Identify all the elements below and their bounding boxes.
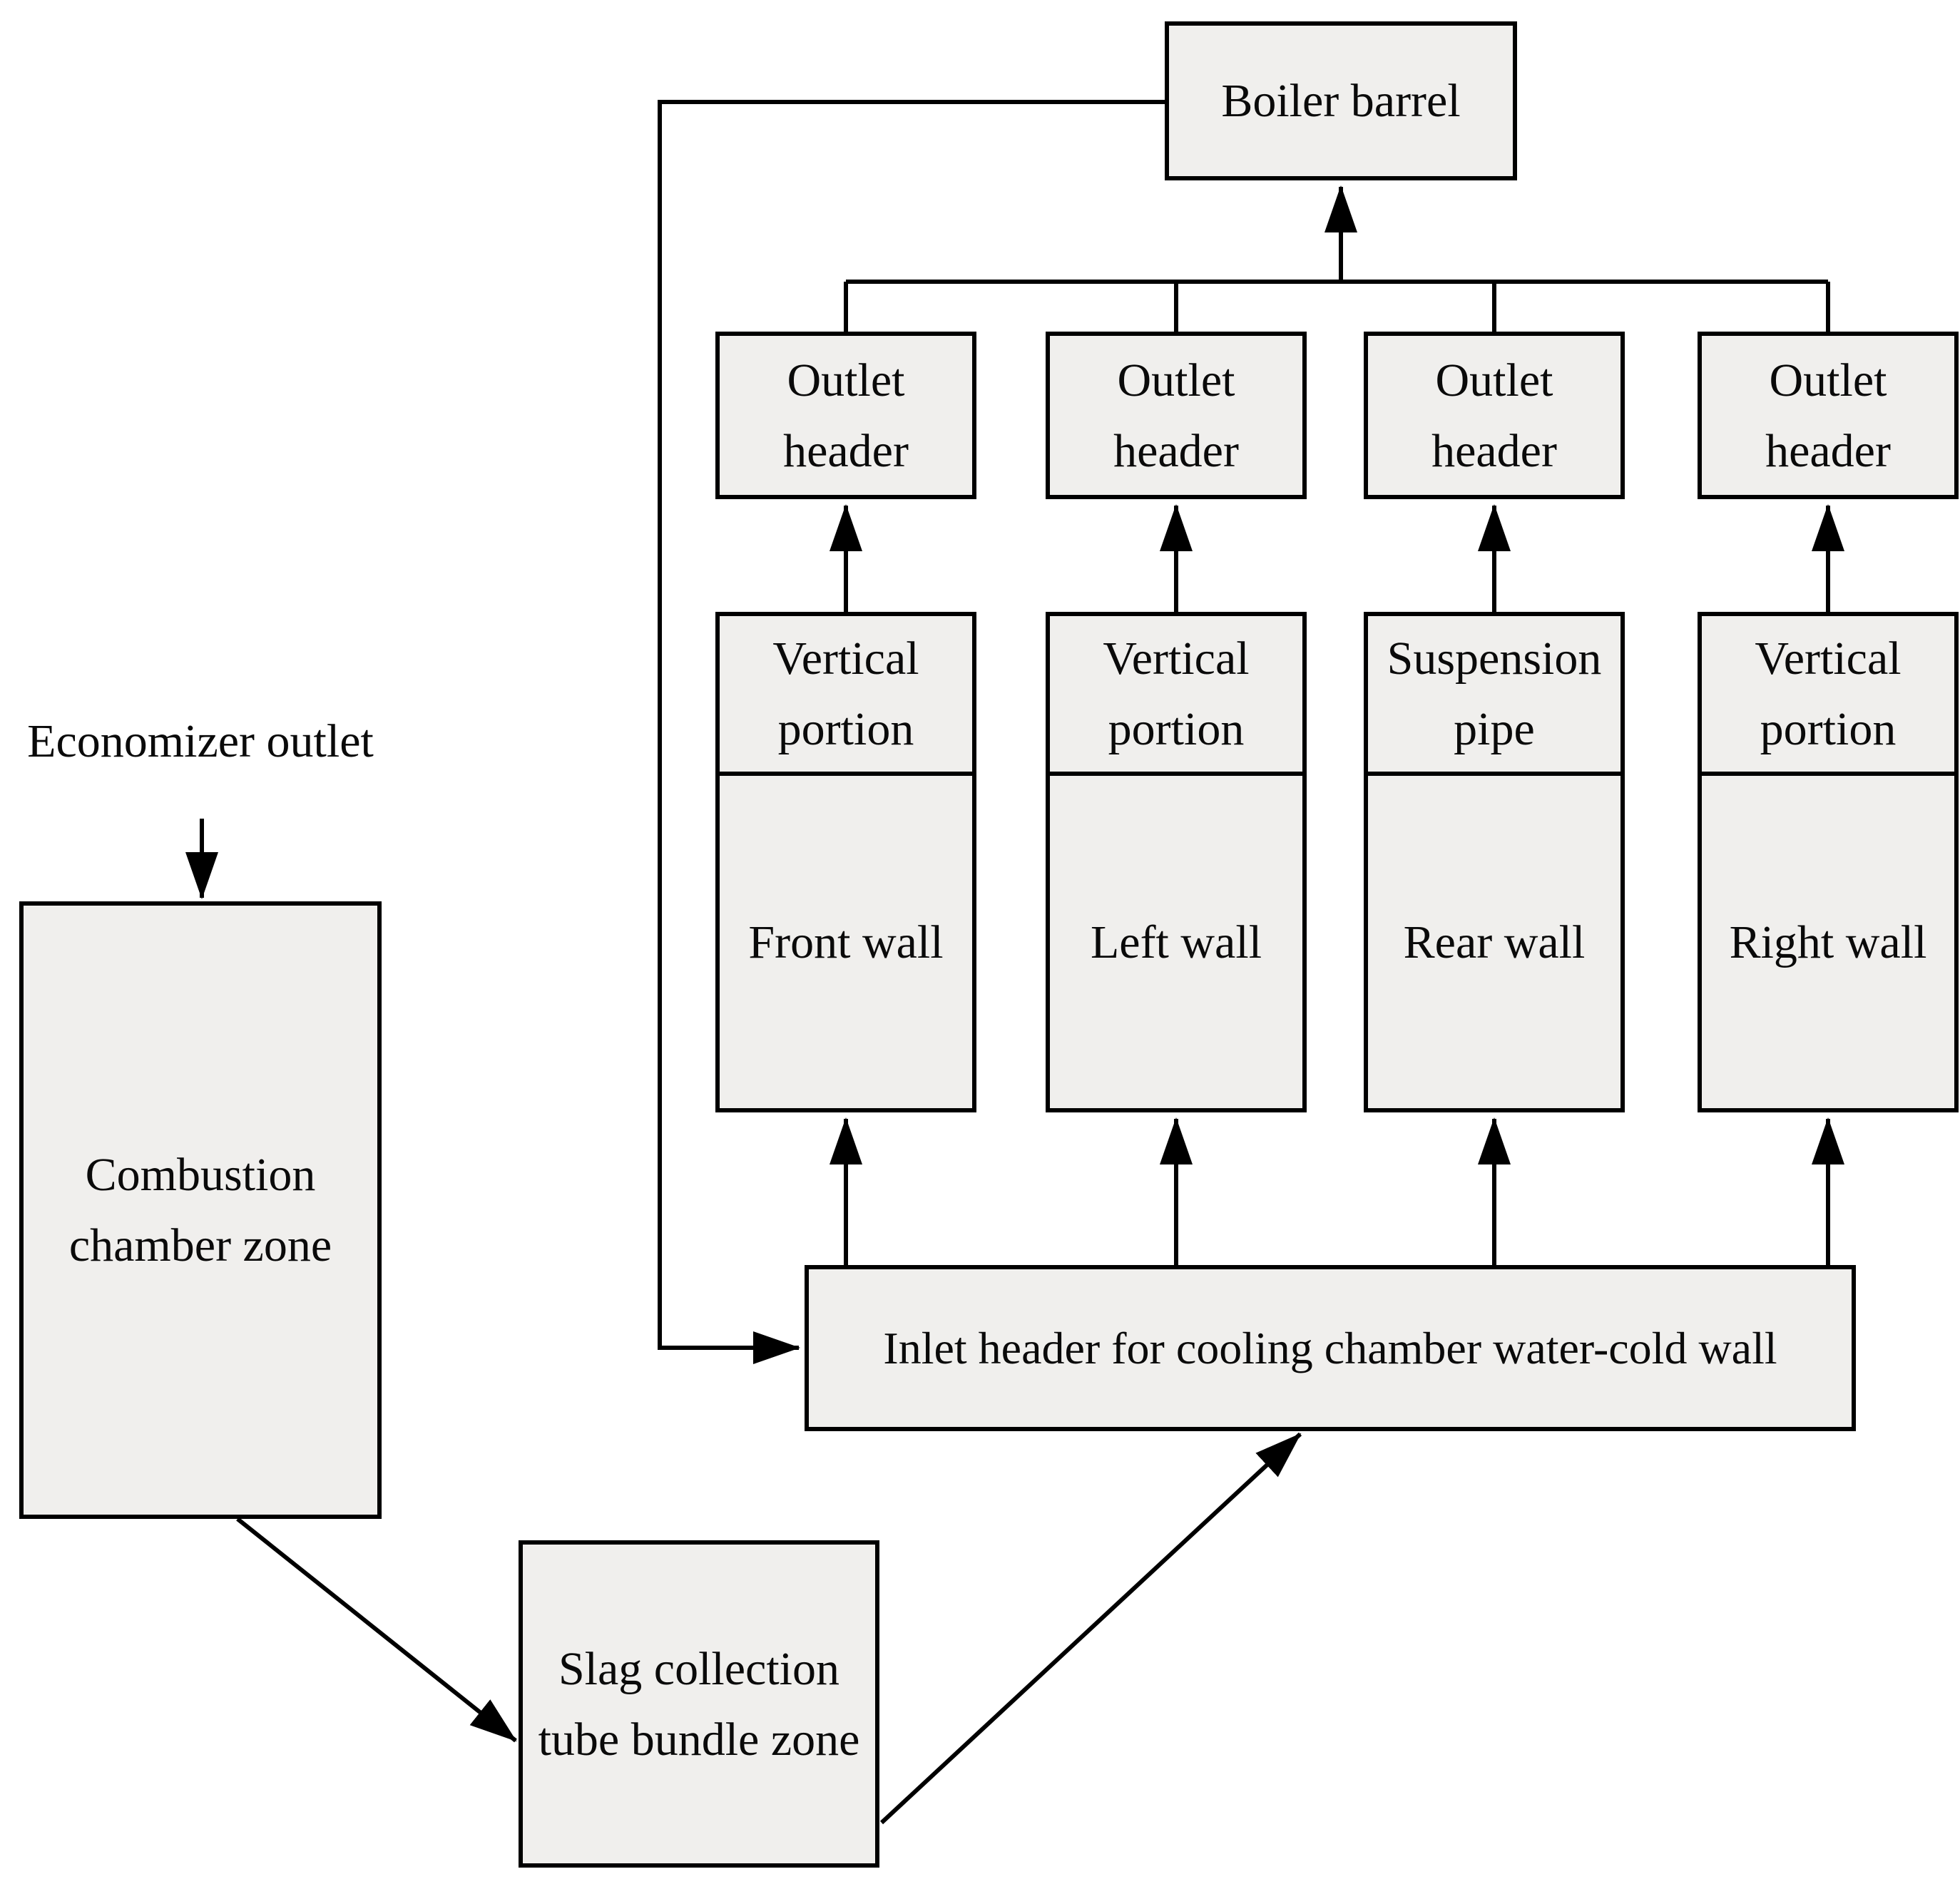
- wall-column-right: Vertical portion Right wall: [1698, 612, 1959, 1112]
- rear-wall-upper-section: Suspension pipe: [1368, 616, 1620, 776]
- left-wall-upper-section: Vertical portion: [1050, 616, 1302, 776]
- inlet-header-label: Inlet header for cooling chamber water-c…: [883, 1322, 1777, 1373]
- wall-column-rear: Suspension pipe Rear wall: [1364, 612, 1625, 1112]
- economizer-outlet-label: Economizer outlet: [19, 702, 382, 781]
- outlet-header-label-2: Outlet header: [1113, 354, 1239, 477]
- slag-collection-label: Slag collection tube bundle zone: [538, 1642, 860, 1766]
- rear-wall-upper-label: Suspension pipe: [1387, 633, 1602, 755]
- rear-wall-lower-section: Rear wall: [1368, 776, 1620, 1108]
- outlet-header-label-1: Outlet header: [783, 354, 909, 477]
- outlet-header-box-4: Outlet header: [1698, 332, 1959, 499]
- left-wall-label: Left wall: [1090, 916, 1262, 968]
- front-wall-upper-label: Vertical portion: [772, 633, 919, 755]
- outlet-header-box-1: Outlet header: [715, 332, 976, 499]
- left-wall-lower-section: Left wall: [1050, 776, 1302, 1108]
- arrow-combustion-to-slag: [236, 1517, 517, 1743]
- front-wall-upper-section: Vertical portion: [720, 616, 972, 776]
- wall-column-front: Vertical portion Front wall: [715, 612, 976, 1112]
- economizer-outlet-text: Economizer outlet: [27, 715, 374, 767]
- outlet-header-box-2: Outlet header: [1046, 332, 1307, 499]
- boiler-barrel-box: Boiler barrel: [1165, 21, 1517, 180]
- outlet-header-box-3: Outlet header: [1364, 332, 1625, 499]
- combustion-chamber-box: Combustion chamber zone: [19, 901, 382, 1519]
- combustion-chamber-label: Combustion chamber zone: [68, 1149, 332, 1271]
- outlet-header-label-3: Outlet header: [1431, 354, 1557, 477]
- outlet-header-label-4: Outlet header: [1765, 354, 1891, 477]
- front-wall-label: Front wall: [748, 916, 944, 968]
- boiler-barrel-label: Boiler barrel: [1221, 75, 1461, 127]
- left-wall-upper-label: Vertical portion: [1103, 633, 1250, 755]
- arrow-slag-to-inlet-header: [879, 1432, 1302, 1825]
- rear-wall-label: Rear wall: [1403, 916, 1586, 968]
- right-wall-upper-section: Vertical portion: [1702, 616, 1954, 776]
- inlet-header-box: Inlet header for cooling chamber water-c…: [805, 1265, 1856, 1431]
- wall-column-left: Vertical portion Left wall: [1046, 612, 1307, 1112]
- front-wall-lower-section: Front wall: [720, 776, 972, 1108]
- right-wall-upper-label: Vertical portion: [1755, 633, 1902, 755]
- slag-collection-box: Slag collection tube bundle zone: [519, 1540, 879, 1868]
- right-wall-lower-section: Right wall: [1702, 776, 1954, 1108]
- right-wall-label: Right wall: [1729, 916, 1927, 968]
